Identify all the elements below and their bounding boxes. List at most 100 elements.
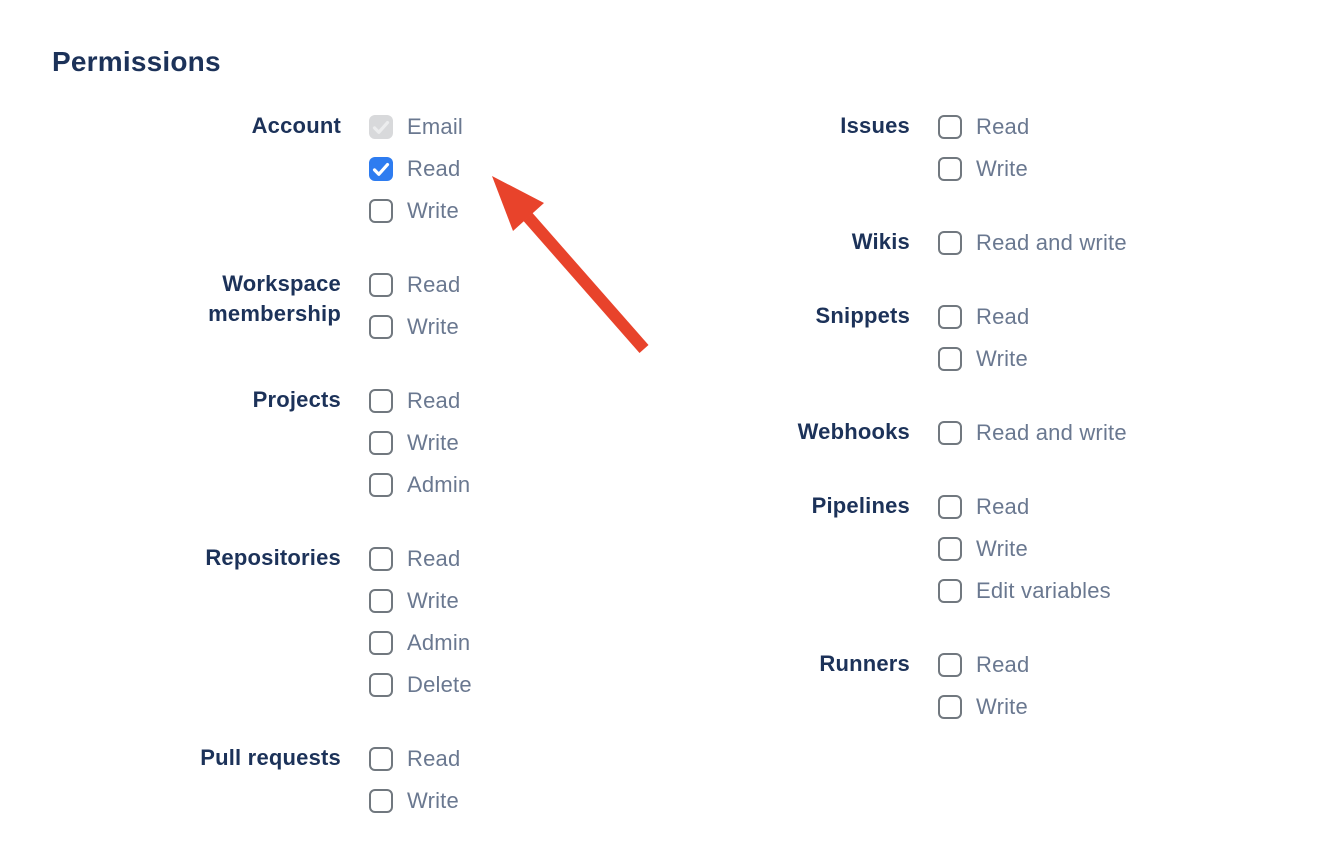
option-account-email: Email xyxy=(369,106,652,148)
option-workspace-membership-write[interactable]: Write xyxy=(369,306,652,348)
page-title: Permissions xyxy=(52,46,221,77)
group-label: Runners xyxy=(660,644,910,728)
group-label-text: Projects xyxy=(252,387,341,412)
option-projects-read[interactable]: Read xyxy=(369,380,652,422)
account-read-checkbox[interactable] xyxy=(369,157,393,181)
checkbox-label: Write xyxy=(407,587,459,613)
projects-write-checkbox[interactable] xyxy=(369,431,393,455)
checkbox-label: Write xyxy=(976,535,1028,561)
issues-write-checkbox[interactable] xyxy=(938,157,962,181)
option-repositories-read[interactable]: Read xyxy=(369,538,652,580)
checkbox-label: Read xyxy=(407,155,461,181)
option-runners-write[interactable]: Write xyxy=(938,686,1260,728)
repositories-read-checkbox[interactable] xyxy=(369,547,393,571)
checkbox-label: Read and write xyxy=(976,419,1127,445)
group-label-text: Workspace membership xyxy=(208,271,341,326)
issues-read-checkbox[interactable] xyxy=(938,115,962,139)
workspace-membership-read-checkbox[interactable] xyxy=(369,273,393,297)
pipelines-edit-variables-checkbox[interactable] xyxy=(938,579,962,603)
group-label: Wikis xyxy=(660,222,910,264)
options-list: Read and write xyxy=(938,412,1260,454)
webhooks-read-and-write-checkbox[interactable] xyxy=(938,421,962,445)
checkbox-label: Write xyxy=(407,787,459,813)
option-account-read[interactable]: Read xyxy=(369,148,652,190)
option-repositories-delete[interactable]: Delete xyxy=(369,664,652,706)
checkbox-label: Write xyxy=(976,155,1028,181)
group-label: Issues xyxy=(660,106,910,190)
checkbox-label: Read xyxy=(976,651,1030,677)
checkbox-label: Read xyxy=(407,745,461,771)
option-issues-write[interactable]: Write xyxy=(938,148,1260,190)
repositories-delete-checkbox[interactable] xyxy=(369,673,393,697)
checkbox-label: Read xyxy=(407,387,461,413)
checkbox-label: Delete xyxy=(407,671,472,697)
option-projects-write[interactable]: Write xyxy=(369,422,652,464)
group-label-text: Account xyxy=(251,113,341,138)
option-pull-requests-read[interactable]: Read xyxy=(369,738,652,780)
group-label: Snippets xyxy=(660,296,910,380)
checkbox-label: Edit variables xyxy=(976,577,1111,603)
option-pull-requests-write[interactable]: Write xyxy=(369,780,652,822)
group-label: Pull requests xyxy=(52,738,341,822)
check-icon xyxy=(372,163,390,176)
option-repositories-admin[interactable]: Admin xyxy=(369,622,652,664)
option-workspace-membership-read[interactable]: Read xyxy=(369,264,652,306)
pull-requests-read-checkbox[interactable] xyxy=(369,747,393,771)
checkbox-label: Email xyxy=(407,113,464,139)
option-pipelines-write[interactable]: Write xyxy=(938,528,1260,570)
pipelines-read-checkbox[interactable] xyxy=(938,495,962,519)
checkbox-label: Write xyxy=(976,693,1028,719)
checkbox-label: Read and write xyxy=(976,229,1127,255)
group-label: Workspace membership xyxy=(52,264,341,348)
pipelines-write-checkbox[interactable] xyxy=(938,537,962,561)
checkbox-label: Read xyxy=(976,303,1030,329)
option-pipelines-read[interactable]: Read xyxy=(938,486,1260,528)
repositories-write-checkbox[interactable] xyxy=(369,589,393,613)
repositories-admin-checkbox[interactable] xyxy=(369,631,393,655)
permission-group-wikis: Wikis Read and write xyxy=(660,222,1260,264)
account-write-checkbox[interactable] xyxy=(369,199,393,223)
checkbox-label: Read xyxy=(407,271,461,297)
option-issues-read[interactable]: Read xyxy=(938,106,1260,148)
checkbox-label: Write xyxy=(976,345,1028,371)
option-projects-admin[interactable]: Admin xyxy=(369,464,652,506)
checkbox-label: Write xyxy=(407,429,459,455)
option-snippets-read[interactable]: Read xyxy=(938,296,1260,338)
workspace-membership-write-checkbox[interactable] xyxy=(369,315,393,339)
group-label-text: Issues xyxy=(840,113,910,138)
group-label: Repositories xyxy=(52,538,341,706)
checkbox-label: Read xyxy=(407,545,461,571)
snippets-read-checkbox[interactable] xyxy=(938,305,962,329)
option-wikis-read-and-write[interactable]: Read and write xyxy=(938,222,1260,264)
runners-write-checkbox[interactable] xyxy=(938,695,962,719)
projects-read-checkbox[interactable] xyxy=(369,389,393,413)
snippets-write-checkbox[interactable] xyxy=(938,347,962,371)
account-email-checkbox xyxy=(369,115,393,139)
group-label-text: Wikis xyxy=(851,229,910,254)
group-label-text: Runners xyxy=(819,651,910,676)
option-webhooks-read-and-write[interactable]: Read and write xyxy=(938,412,1260,454)
option-runners-read[interactable]: Read xyxy=(938,644,1260,686)
option-account-write[interactable]: Write xyxy=(369,190,652,232)
projects-admin-checkbox[interactable] xyxy=(369,473,393,497)
wikis-read-and-write-checkbox[interactable] xyxy=(938,231,962,255)
option-repositories-write[interactable]: Write xyxy=(369,580,652,622)
pull-requests-write-checkbox[interactable] xyxy=(369,789,393,813)
check-icon xyxy=(372,121,390,134)
runners-read-checkbox[interactable] xyxy=(938,653,962,677)
option-pipelines-edit-variables[interactable]: Edit variables xyxy=(938,570,1260,612)
option-snippets-write[interactable]: Write xyxy=(938,338,1260,380)
